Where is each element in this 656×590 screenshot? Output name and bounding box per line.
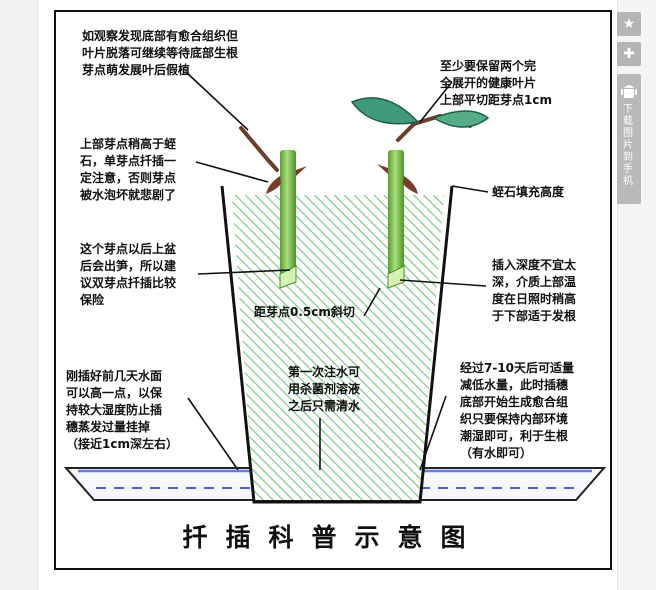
left-bud <box>266 176 281 194</box>
label-water-level-note: 刚插好前几天水面 可以高一点，以保 持较大湿度防止插 穗蒸发过量挂掉 （接近1c… <box>66 369 178 451</box>
download-to-phone-button[interactable]: 下载图片到手机 <box>617 74 641 204</box>
pot-outline <box>220 185 454 504</box>
page-left-margin <box>0 0 38 590</box>
android-icon <box>621 85 637 98</box>
right-stem <box>388 150 404 278</box>
right-leaf-small <box>432 110 490 128</box>
plus-icon: ✚ <box>623 46 635 62</box>
download-label: 下载图片到手机 <box>623 104 633 187</box>
right-stem-cut <box>387 265 405 289</box>
right-bud <box>403 176 418 194</box>
label-bud-height-note: 上部芽点稍高于蛭 石，单芽点扦插一 定注意，否则芽点 被水泡坏就悲剧了 <box>80 137 177 202</box>
label-callus-note: 如观察发现底部有愈合组织但 叶片脱落可继续等待底部生根 芽点萌发展叶后假植 <box>82 29 239 77</box>
favorite-button[interactable]: ★ <box>617 12 641 36</box>
left-stem-cut <box>279 265 297 289</box>
diagram-title: 扦插科普示意图 <box>182 523 484 552</box>
left-thorn <box>296 166 307 176</box>
label-fill-height: 蛭石填充高度 <box>492 185 565 199</box>
add-button[interactable]: ✚ <box>617 42 641 66</box>
right-leaf-big <box>350 97 420 125</box>
callout-lines <box>185 71 489 471</box>
label-leaf-note: 至少要保留两个完 全展开的健康叶片 上部平切距芽点1cm <box>440 59 552 107</box>
label-first-water-note: 第一次注水可 用杀菌剂溶液 之后只需清水 <box>288 365 361 413</box>
label-cut-note: 距芽点0.5cm斜切 <box>254 305 355 319</box>
label-shoot-note: 这个芽点以后上盆 后会出笋，所以建 议双芽点扦插比较 保险 <box>80 242 177 307</box>
star-icon: ★ <box>622 16 636 32</box>
right-thorn <box>377 164 388 174</box>
pot-medium-fill <box>232 195 444 500</box>
left-stem <box>280 150 296 278</box>
label-reduce-water-note: 经过7-10天后可适量 减低水量，此时插穗 底部开始生成愈合组 织只要保持内部环… <box>460 361 575 460</box>
left-twig <box>239 126 279 172</box>
label-depth-note: 插入深度不宜太 深，介质上部温 度在日照时稍高 于下部适于发根 <box>492 258 577 323</box>
